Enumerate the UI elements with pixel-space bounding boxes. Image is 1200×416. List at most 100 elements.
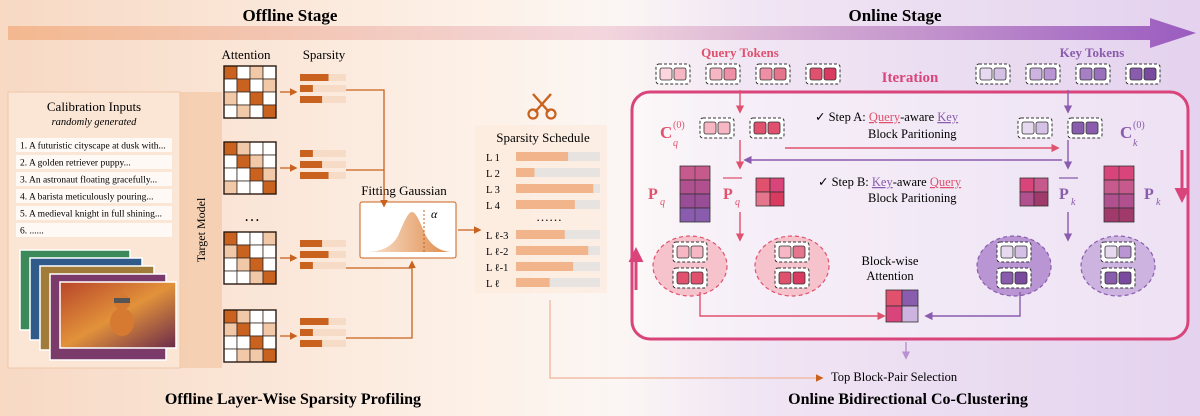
attention-cell (223, 154, 238, 169)
key-cluster-1 (976, 235, 1052, 297)
attention-cell (236, 309, 251, 324)
schedule-layer-label: L 1 (486, 153, 500, 164)
attention-cell (236, 78, 251, 93)
attention-cell (223, 335, 238, 350)
attention-cell (223, 167, 238, 182)
attention-cell (249, 270, 264, 285)
attention-cell (262, 244, 277, 259)
block-wise-label-2: Attention (866, 269, 914, 283)
pq-bar-label: P q (723, 177, 742, 208)
svg-text:✓ Step A: Query-aware Key: ✓ Step A: Query-aware Key (815, 110, 959, 124)
online-blocks (652, 117, 1156, 323)
sparsity-bar-bg (300, 150, 346, 157)
svg-text:(0): (0) (1133, 120, 1145, 131)
attention-cell (262, 270, 277, 285)
schedule-bar-bg (516, 168, 600, 177)
attention-cell (249, 322, 264, 337)
target-model-wedge (180, 92, 222, 368)
token-group (996, 267, 1032, 289)
sparsity-bar (300, 340, 323, 347)
attention-cell (223, 244, 238, 259)
prompt-item: 3. An astronaut floating gracefully... (20, 175, 157, 186)
attention-grid (223, 141, 346, 195)
token-row (655, 63, 1161, 85)
svg-text:Block Paritioning: Block Paritioning (868, 191, 957, 205)
offline-connectors (346, 89, 824, 382)
attention-cell (223, 322, 238, 337)
schedule-layer-label: L ℓ (486, 279, 500, 290)
sparsity-bar (300, 96, 323, 103)
attention-cell (236, 180, 251, 195)
attention-label: Attention (221, 47, 271, 62)
calibration-title: Calibration Inputs (47, 99, 141, 114)
attention-cell (236, 244, 251, 259)
block-wise-attention-matrix (885, 289, 919, 323)
schedule-bar (516, 184, 594, 193)
schedule-layer-label: L ℓ-3 (486, 231, 508, 242)
attention-cell (236, 65, 251, 80)
schedule-dots: …… (536, 209, 562, 224)
prompt-box (16, 206, 172, 220)
iteration-label: Iteration (882, 70, 939, 86)
attention-cell (223, 180, 238, 195)
attention-cell (223, 141, 238, 156)
token-group (699, 117, 735, 139)
query-cluster-1 (652, 235, 728, 297)
attention-cell (223, 78, 238, 93)
schedule-bar (516, 246, 589, 255)
prompt-list: 1. A futuristic cityscape at dusk with..… (16, 138, 172, 237)
attention-cell (249, 309, 264, 324)
attention-cell (262, 231, 277, 246)
attention-grid (223, 309, 346, 363)
svg-text:(0): (0) (673, 120, 685, 131)
attention-cell (249, 141, 264, 156)
token-group (774, 267, 810, 289)
online-connectors (699, 90, 1073, 360)
attention-cell (262, 322, 277, 337)
token-group (749, 117, 785, 139)
sparsity-bar-bg (300, 96, 346, 103)
schedule-layer-label: L 4 (486, 201, 501, 212)
attention-cell (236, 154, 251, 169)
sparsity-bar-bg (300, 161, 346, 168)
prompt-item: 5. A medieval knight in full shining... (20, 209, 162, 220)
attention-cell (249, 180, 264, 195)
svg-text:Block Paritioning: Block Paritioning (868, 127, 957, 141)
token-group (1100, 241, 1136, 263)
calibration-subtitle: randomly generated (52, 117, 138, 128)
token-group (805, 63, 841, 85)
pk-matrix (1103, 165, 1135, 223)
attention-grid (223, 65, 346, 119)
ck0-label: C k (0) (1120, 120, 1145, 149)
prompt-box (16, 172, 172, 186)
attention-cell (262, 78, 277, 93)
svg-text:✓ Step B: Key-aware Query: ✓ Step B: Key-aware Query (818, 175, 962, 189)
attention-cell (249, 154, 264, 169)
sparsity-bar (300, 251, 329, 258)
scissors-icon (527, 93, 557, 120)
schedule-bar (516, 278, 550, 287)
svg-text:q: q (660, 197, 665, 208)
schedule-layer-label: L 3 (486, 185, 500, 196)
svg-text:k: k (1156, 197, 1161, 208)
attention-cell (236, 91, 251, 106)
attention-cell (236, 104, 251, 119)
offline-stage-title: Offline Stage (243, 6, 338, 25)
token-group (975, 63, 1011, 85)
pk-bar-label: P k (1059, 177, 1078, 208)
pq-label: P q (648, 186, 665, 208)
attention-cell (262, 348, 277, 363)
sparsity-bar-bg (300, 262, 346, 269)
svg-text:k: k (1071, 197, 1076, 208)
attention-cell (262, 65, 277, 80)
online-bottom-caption: Online Bidirectional Co-Clustering (788, 391, 1028, 408)
svg-text:C: C (1120, 123, 1132, 142)
pk-label: P k (1144, 186, 1161, 208)
prompt-box (16, 155, 172, 169)
token-group (774, 241, 810, 263)
attention-cell (249, 65, 264, 80)
attention-cell (236, 348, 251, 363)
token-group (1017, 117, 1053, 139)
schedule-layer-label: L ℓ-1 (486, 263, 508, 274)
sparsity-bar (300, 318, 329, 325)
